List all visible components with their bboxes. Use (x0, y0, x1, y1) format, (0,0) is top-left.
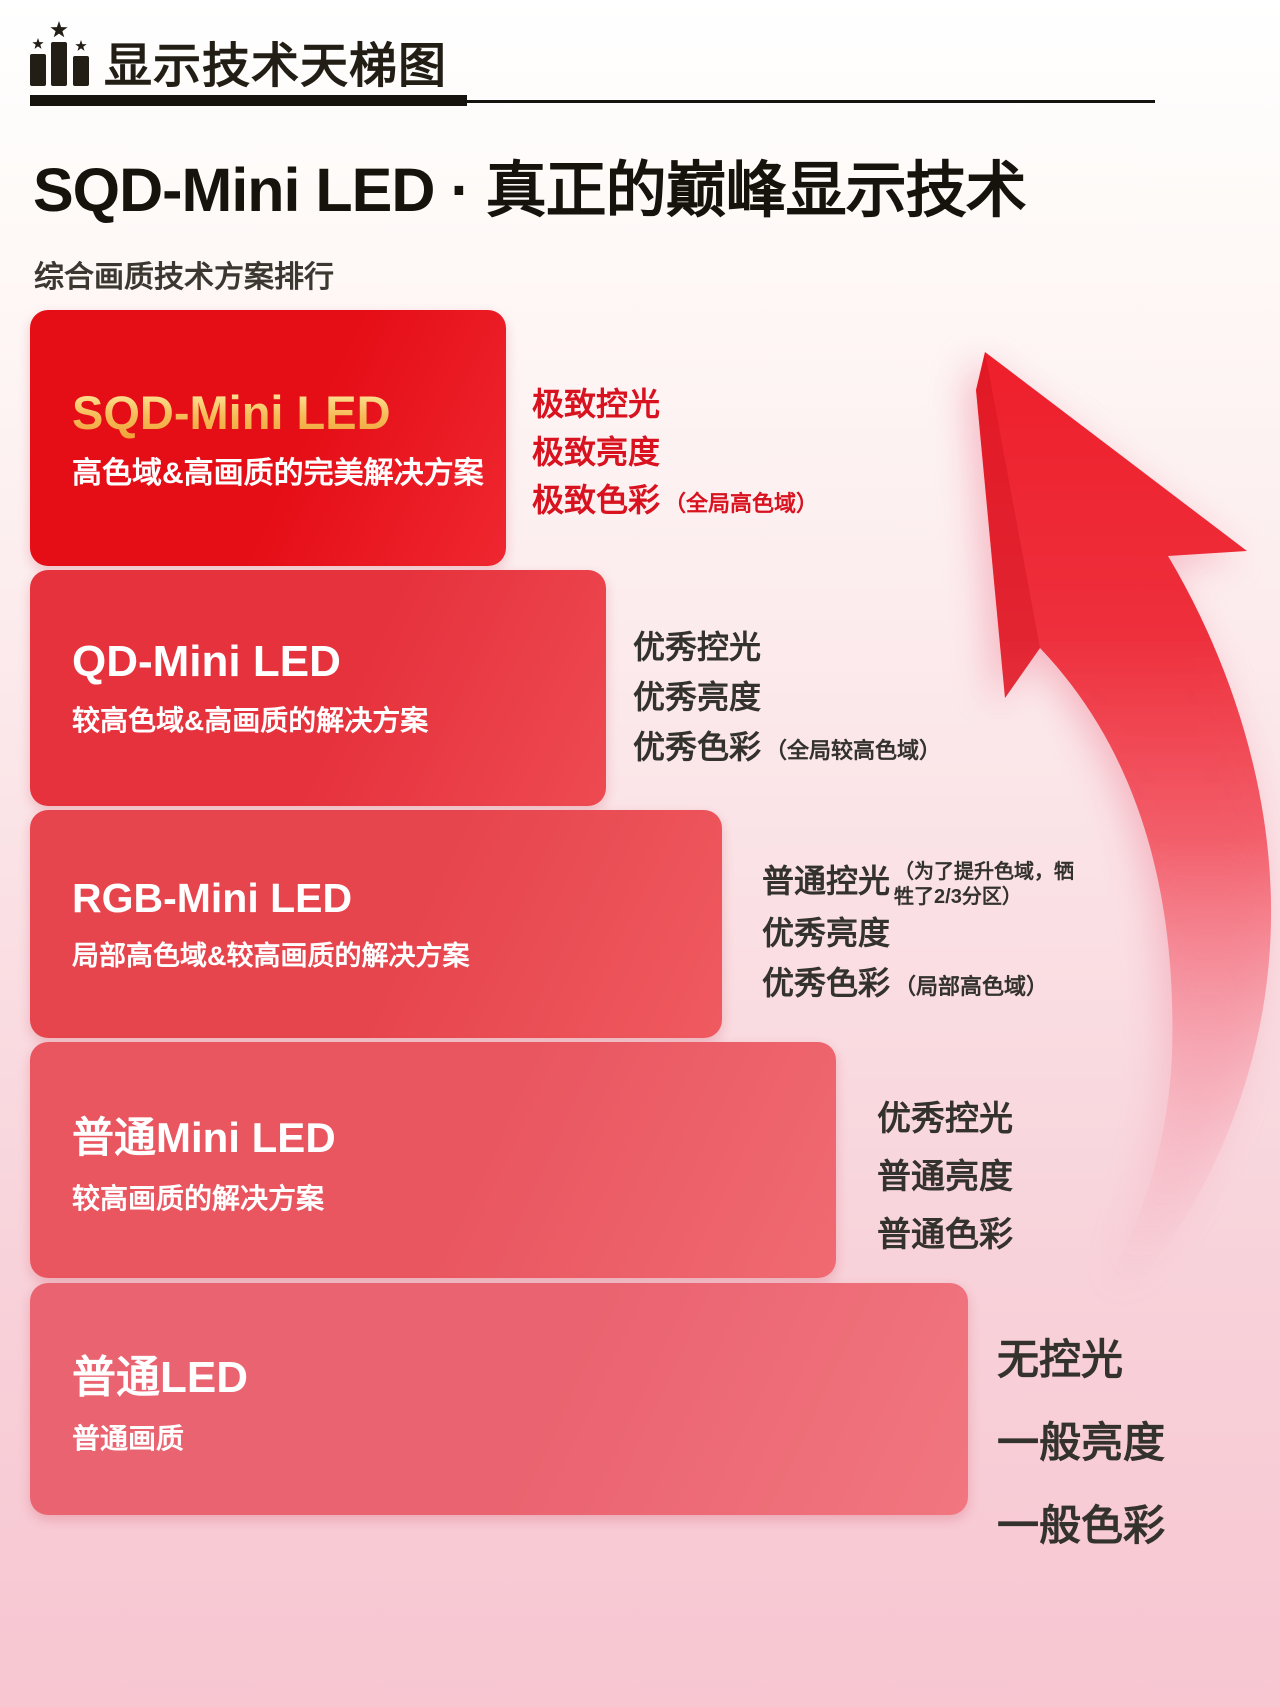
tier-name: RGB-Mini LED (72, 875, 353, 921)
feature-group-rgb-mini-led: 普通控光（为了提升色域，牺牲了2/3分区） 优秀亮度 优秀色彩（局部高色域） (762, 858, 1084, 1010)
tier-block-ordinary-led: 普通LED 普通画质 (30, 1283, 968, 1515)
feature-line: 一般色彩 (997, 1502, 1166, 1549)
tier-desc: 普通画质 (72, 1423, 185, 1454)
feature-line: 优秀亮度 (633, 679, 762, 715)
tier-block-sqd-mini-led: SQD-Mini LED 高色域&高画质的完美解决方案 (30, 310, 506, 566)
feature-group-ordinary-led: 无控光 一般亮度 一般色彩 (997, 1322, 1169, 1571)
tier-name: SQD-Mini LED (72, 385, 506, 440)
feature-line: 优秀控光 (877, 1100, 1013, 1138)
tier-desc: 高色域&高画质的完美解决方案 (72, 456, 484, 490)
tier-desc: 较高色域&高画质的解决方案 (72, 705, 429, 736)
feature-line: 优秀色彩（局部高色域） (762, 965, 1049, 1001)
podium-stars-icon (30, 21, 89, 86)
tier-desc: 局部高色域&较高画质的解决方案 (72, 941, 470, 971)
feature-group-sqd-mini-led: 极致控光 极致亮度 极致色彩（全局高色域） (532, 382, 818, 526)
tier-block-qd-mini-led: QD-Mini LED 较高色域&高画质的解决方案 (30, 570, 606, 806)
feature-line: 极致控光 (532, 386, 661, 422)
feature-line: 普通色彩 (877, 1216, 1013, 1254)
feature-group-qd-mini-led: 优秀控光 优秀亮度 优秀色彩（全局较高色域） (633, 624, 941, 774)
feature-line: 优秀亮度 (762, 915, 891, 951)
feature-line: 无控光 (997, 1336, 1124, 1383)
ranking-subtitle: 综合画质技术方案排行 (34, 261, 334, 294)
feature-line: 极致色彩（全局高色域） (532, 482, 819, 518)
feature-line: 一般亮度 (997, 1419, 1166, 1466)
tier-name: 普通LED (72, 1353, 248, 1402)
feature-line: 普通控光（为了提升色域，牺牲了2/3分区） (762, 861, 1075, 908)
tier-name: QD-Mini LED (72, 637, 341, 686)
feature-line: 优秀控光 (633, 629, 762, 665)
feature-line: 极致亮度 (532, 434, 661, 470)
feature-line: 优秀色彩（全局较高色域） (633, 729, 942, 765)
arrow-body (976, 352, 1272, 1358)
header-underline-thick (30, 95, 467, 106)
tier-name: 普通Mini LED (72, 1113, 336, 1161)
upward-swoosh-arrow-icon (976, 352, 1272, 1358)
tier-block-ordinary-mini-led: 普通Mini LED 较高画质的解决方案 (30, 1042, 836, 1278)
hero-title: SQD-Mini LED · 真正的巅峰显示技术 (33, 156, 1027, 224)
feature-line: 普通亮度 (877, 1158, 1013, 1196)
header-title: 显示技术天梯图 (104, 40, 448, 93)
feature-group-ordinary-mini-led: 优秀控光 普通亮度 普通色彩 (877, 1092, 1017, 1266)
tier-desc: 较高画质的解决方案 (72, 1182, 325, 1214)
arrow-fold-shade (976, 352, 1040, 698)
header-underline-thin (467, 100, 1155, 103)
tier-block-rgb-mini-led: RGB-Mini LED 局部高色域&较高画质的解决方案 (30, 810, 722, 1038)
